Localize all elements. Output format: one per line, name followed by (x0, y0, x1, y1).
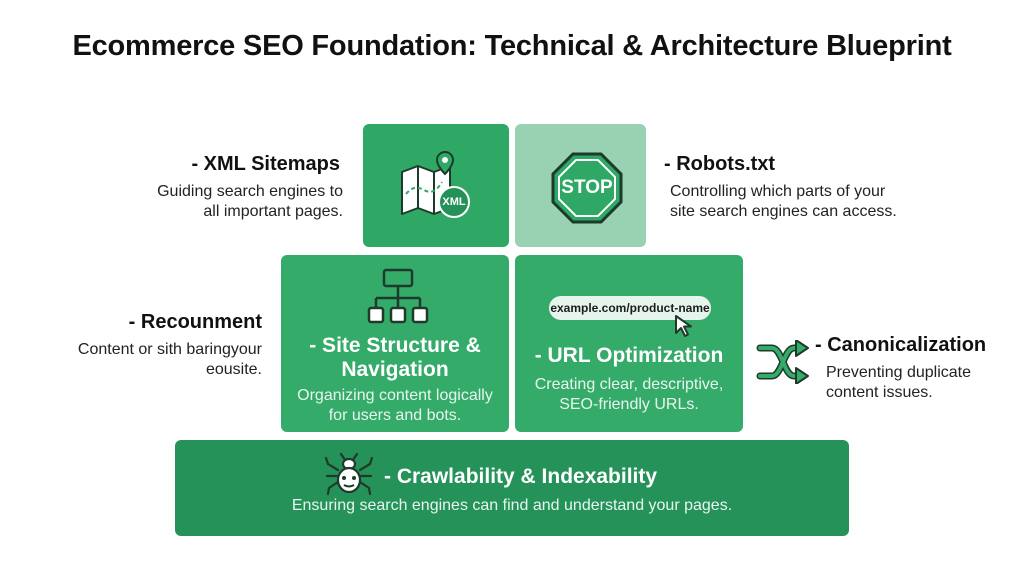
recounment-title: - Recounment (128, 311, 262, 333)
site-structure-desc-2: for users and bots. (328, 407, 462, 424)
stop-icon-label: STOP (561, 177, 613, 198)
spider-bug-icon (324, 452, 374, 496)
cursor-pointer-icon (673, 314, 697, 338)
url-optimization-block (515, 255, 743, 432)
crawlability-title: - Crawlability & Indexability (384, 465, 658, 488)
url-optimization-title: - URL Optimization (534, 344, 724, 367)
site-structure-desc-1: Organizing content logically (297, 387, 493, 404)
recounment-desc-2: eousite. (205, 361, 262, 378)
map-pin-xml-icon: XML (398, 150, 476, 220)
robots-title: - Robots.txt (664, 153, 776, 175)
url-optimization-desc-2: SEO-friendly URLs. (559, 396, 699, 413)
canonicalization-title: - Canonicalization (815, 334, 987, 356)
crawlability-block (175, 440, 849, 536)
shuffle-arrows-icon (756, 340, 810, 384)
url-optimization-desc-1: Creating clear, descriptive, (534, 376, 724, 393)
site-structure-block (281, 255, 509, 432)
url-example-pill: example.com/product-name (549, 296, 711, 320)
crawlability-desc: Ensuring search engines can find and und… (291, 497, 733, 514)
recounment-desc-1: Content or sith baringyour (77, 341, 262, 358)
site-structure-title-2: Navigation (341, 358, 449, 381)
site-structure-title-1: - Site Structure & (309, 334, 481, 357)
xml-sitemaps-title: - XML Sitemaps (191, 153, 340, 175)
robots-desc-1: Controlling which parts of your (670, 183, 886, 200)
xml-icon-label: XML (442, 196, 466, 208)
canonicalization-desc-2: content issues. (826, 384, 933, 401)
stop-sign-icon: STOP (551, 152, 623, 224)
sitemap-hierarchy-icon (366, 268, 430, 328)
xml-sitemaps-desc-2: all important pages. (203, 203, 343, 220)
xml-sitemaps-desc-1: Guiding search engines to (157, 183, 343, 200)
canonicalization-desc-1: Preventing duplicate (826, 364, 971, 381)
robots-desc-2: site search engines can access. (670, 203, 897, 220)
page-title: Ecommerce SEO Foundation: Technical & Ar… (72, 30, 952, 62)
